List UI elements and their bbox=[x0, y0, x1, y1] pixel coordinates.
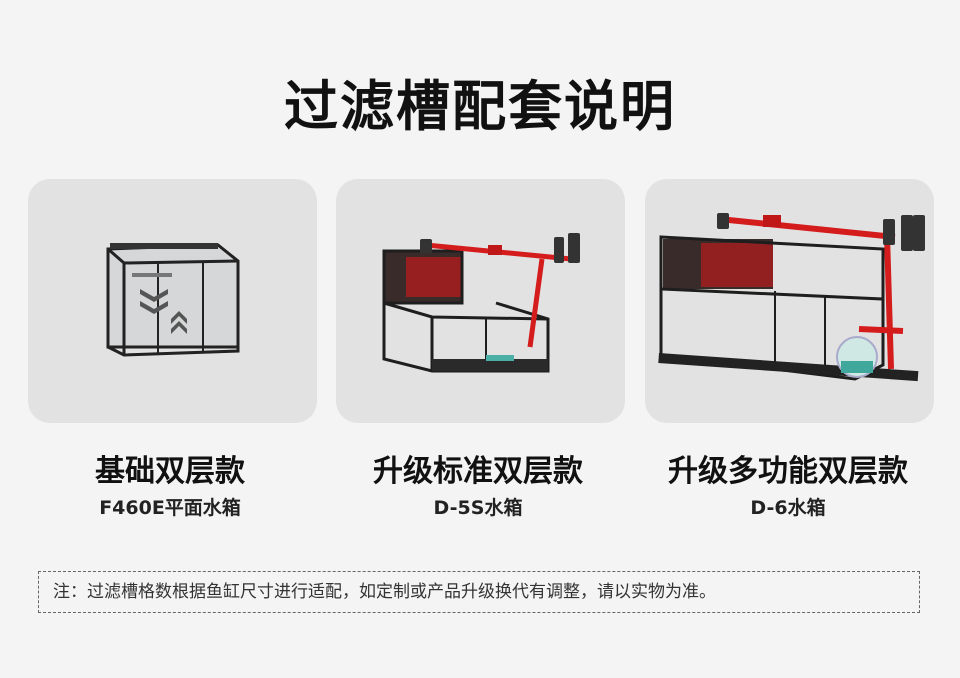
product-model-basic: F460E平面水箱 bbox=[99, 497, 241, 519]
product-model-multifunction: D-6水箱 bbox=[750, 497, 826, 519]
product-name-standard: 升级标准双层款 bbox=[373, 454, 583, 489]
d6-tank-image bbox=[658, 213, 925, 382]
product-card-standard bbox=[336, 179, 625, 423]
product-model-standard: D-5S水箱 bbox=[433, 497, 523, 519]
page-title: 过滤槽配套说明 bbox=[284, 75, 676, 138]
product-card-multifunction bbox=[645, 179, 934, 423]
basic-tank-image bbox=[106, 243, 240, 357]
disclaimer-note: 注：过滤槽格数根据鱼缸尺寸进行适配，如定制或产品升级换代有调整，请以实物为准。 bbox=[38, 571, 920, 613]
product-card-basic bbox=[28, 179, 317, 423]
product-name-basic: 基础双层款 bbox=[95, 454, 245, 489]
product-name-multifunction: 升级多功能双层款 bbox=[668, 454, 908, 489]
product-cards bbox=[28, 179, 934, 423]
d5s-tank-image bbox=[382, 233, 580, 373]
